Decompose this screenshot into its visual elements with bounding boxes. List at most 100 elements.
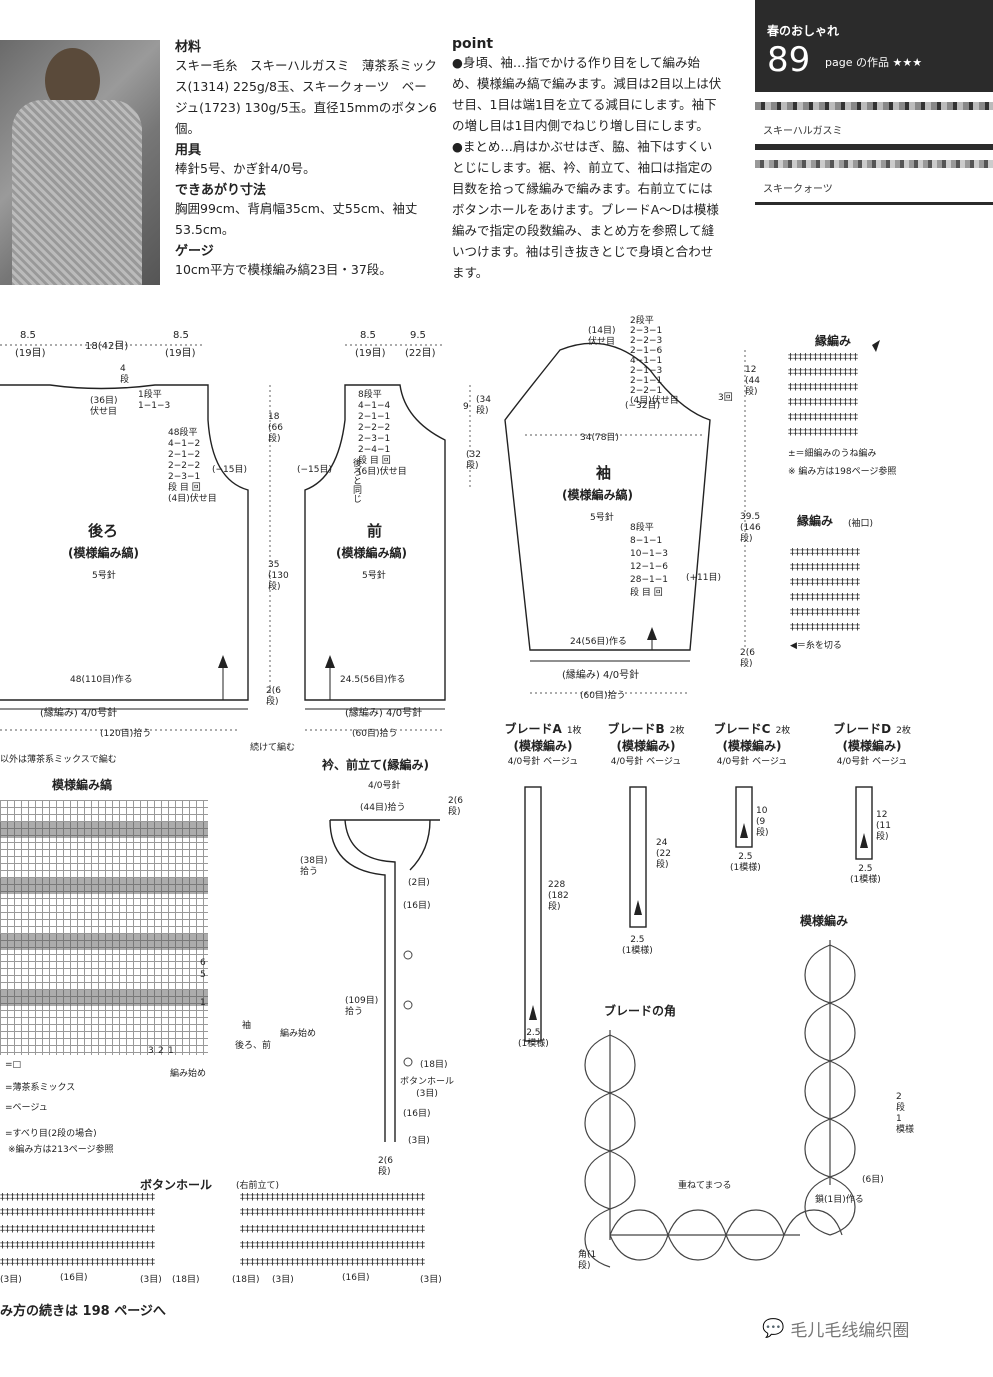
edge-chart-title: 縁編み xyxy=(815,334,852,348)
sleeve-cap-total: (−32目) xyxy=(625,401,661,411)
pattern-chart-title: 模様編み縞 xyxy=(52,778,113,792)
row-6: 6 xyxy=(200,958,206,968)
back-top-right-st: (19目) xyxy=(165,348,196,359)
braid-a-count: 1枚 xyxy=(566,726,582,736)
bh-count-5: (18目) xyxy=(232,1275,260,1285)
front-dec-total: (−15目) xyxy=(297,465,333,475)
point-step1: ●身頃、袖…指でかける作り目をして編み始め、模様編み縞で編みます。減目は2目以上… xyxy=(452,55,722,133)
sleeve-increase: 8段平 8−1−1 10−1−3 12−1−6 28−1−1 段 目 回 xyxy=(630,523,668,598)
svg-text:‡‡‡‡‡‡‡‡‡‡‡‡‡‡‡‡‡‡‡‡‡‡‡‡‡‡‡‡‡‡: ‡‡‡‡‡‡‡‡‡‡‡‡‡‡‡‡‡‡‡‡‡‡‡‡‡‡‡‡‡‡‡‡‡‡‡‡‡ xyxy=(240,1192,425,1203)
front-title: 前 xyxy=(367,522,383,540)
front-same-as-back: 後ろと同じ xyxy=(351,458,361,503)
front-edge: (縁編み) 4/0号針 xyxy=(345,708,423,719)
front-top-right-st: (22目) xyxy=(405,348,436,359)
motif-title: 模様編み xyxy=(800,914,849,928)
svg-text:‡‡‡‡‡‡‡‡‡‡‡‡‡‡‡‡‡‡‡‡‡‡‡‡‡‡‡‡‡‡: ‡‡‡‡‡‡‡‡‡‡‡‡‡‡‡‡‡‡‡‡‡‡‡‡‡‡‡‡‡‡‡ xyxy=(0,1240,155,1251)
back-needle: 5号針 xyxy=(92,571,116,581)
buttons xyxy=(403,950,413,1067)
back-edge: (縁編み) 4/0号針 xyxy=(40,708,118,719)
motif-chart xyxy=(584,940,856,1268)
col-2: 2 xyxy=(158,1046,164,1056)
pattern-chart-grid xyxy=(0,800,208,1055)
band-rows: 2(6 段) xyxy=(378,1156,393,1177)
materials-text: スキー毛糸 スキーハルガスミ 薄茶系ミックス(1314) 225g/8玉、スキー… xyxy=(175,58,437,136)
point-block: point ●身頃、袖…指でかける作り目をして編み始め、模様編み縞で編みます。減… xyxy=(452,36,722,283)
braid-b-length: 24 (22 段) xyxy=(656,838,671,870)
front-neck-rows: (32 段) xyxy=(466,450,481,471)
band-pick: (109目) 拾う xyxy=(345,996,379,1017)
svg-text:‡‡‡‡‡‡‡‡‡‡‡‡‡‡: ‡‡‡‡‡‡‡‡‡‡‡‡‡‡ xyxy=(790,577,860,588)
band-seg-1: (2目) xyxy=(408,878,430,888)
sleeve-cap-top: (14目) 伏せ目 xyxy=(588,326,616,347)
cuff-edge-sub: (袖口) xyxy=(848,519,874,529)
motif-six: (6目) xyxy=(862,1175,884,1185)
band-seg-2: (16目) xyxy=(403,901,431,911)
sleeve-edge-pick: (60目)拾う xyxy=(580,691,626,701)
back-top-left: 8.5 xyxy=(20,330,36,341)
legend-2: =薄茶系ミックス xyxy=(5,1083,76,1093)
chart-start-2: 編み始め xyxy=(170,1069,207,1079)
back-edge-pick: (120目)拾う xyxy=(100,729,152,739)
svg-text:‡‡‡‡‡‡‡‡‡‡‡‡‡‡: ‡‡‡‡‡‡‡‡‡‡‡‡‡‡ xyxy=(788,352,858,363)
tools-title: 用具 xyxy=(175,143,202,158)
legend-4: =すべり目(2段の場合) xyxy=(5,1129,97,1139)
front-depth-rows: (34 段) xyxy=(476,395,491,416)
band-seg-3: (18目) xyxy=(420,1060,448,1070)
size-title: できあがり寸法 xyxy=(175,183,267,198)
svg-text:‡‡‡‡‡‡‡‡‡‡‡‡‡‡: ‡‡‡‡‡‡‡‡‡‡‡‡‡‡ xyxy=(790,562,860,573)
back-pattern: (模様編み縞) xyxy=(68,546,139,560)
sleeve-cap-rows: 3回 xyxy=(718,393,733,403)
braid-d-count: 2枚 xyxy=(896,726,911,736)
back-top-right: 8.5 xyxy=(173,330,189,341)
chart-sleeve: 袖 xyxy=(242,1021,252,1031)
collar-rows: 2(6 段) xyxy=(448,796,463,817)
collar-needle: 4/0号針 xyxy=(368,781,401,791)
collar-outline xyxy=(329,819,386,1142)
sleeve-width: 34(78目) xyxy=(580,433,619,443)
corner-row: 角(1 段) xyxy=(578,1250,597,1271)
series-label: 春のおしゃれ xyxy=(767,24,840,38)
sleeve-outline xyxy=(504,342,711,651)
continue-knit: 続けて編む xyxy=(250,743,296,753)
buttonhole-label: ボタンホール (3目) xyxy=(400,1077,455,1099)
braid-b-hook: 4/0号針 ベージュ xyxy=(610,757,682,767)
back-neck-dec: 1段平 1−1−3 xyxy=(138,390,171,411)
braid-a-base: 2.5 (1模様) xyxy=(518,1028,549,1049)
legend-1: =□ xyxy=(5,1060,22,1070)
edge-chart-ref: ※ 編み方は198ページ参照 xyxy=(788,467,897,477)
sleeve-cap-height: 12 (44 段) xyxy=(745,365,760,397)
materials-block: 材料 スキー毛糸 スキーハルガスミ 薄茶系ミックス(1314) 225g/8玉、… xyxy=(175,36,437,280)
edge-start-arrow xyxy=(872,340,880,352)
sleeve-cap-dec: 2段平 2−3−1 2−2−3 2−1−6 4−1−1 2−1−3 2−1−1 … xyxy=(630,316,679,406)
bh-count-4: (18目) xyxy=(172,1275,200,1285)
chat-icon: 💬 xyxy=(762,1318,785,1339)
collar-title: 衿、前立て(縁編み) xyxy=(322,758,429,772)
braid-b-header: ブレードB 2枚 (模様編み) 4/0号針 ベージュ xyxy=(596,718,696,767)
chart-start: 編み始め xyxy=(280,1029,317,1039)
braid-b-strip xyxy=(629,786,647,928)
svg-text:‡‡‡‡‡‡‡‡‡‡‡‡‡‡: ‡‡‡‡‡‡‡‡‡‡‡‡‡‡ xyxy=(790,607,860,618)
braid-c-count: 2枚 xyxy=(775,726,791,736)
edge-chart-symbols: ‡‡‡‡‡‡‡‡‡‡‡‡‡‡ ‡‡‡‡‡‡‡‡‡‡‡‡‡‡ ‡‡‡‡‡‡‡‡‡‡… xyxy=(0,352,860,1268)
point-title: point xyxy=(452,36,494,52)
svg-text:‡‡‡‡‡‡‡‡‡‡‡‡‡‡: ‡‡‡‡‡‡‡‡‡‡‡‡‡‡ xyxy=(788,412,858,423)
braid-c-name: ブレードC xyxy=(713,722,771,736)
svg-text:‡‡‡‡‡‡‡‡‡‡‡‡‡‡‡‡‡‡‡‡‡‡‡‡‡‡‡‡‡‡: ‡‡‡‡‡‡‡‡‡‡‡‡‡‡‡‡‡‡‡‡‡‡‡‡‡‡‡‡‡‡‡‡‡‡‡‡‡ xyxy=(240,1224,425,1235)
materials-title: 材料 xyxy=(175,40,202,55)
braid-c-length: 10 (9 段) xyxy=(756,806,769,838)
gauge-text: 10cm平方で模様編み縞23目・37段。 xyxy=(175,262,392,277)
svg-text:‡‡‡‡‡‡‡‡‡‡‡‡‡‡: ‡‡‡‡‡‡‡‡‡‡‡‡‡‡ xyxy=(790,622,860,633)
back-neck-rows: 4 段 xyxy=(120,364,130,385)
sleeve-pattern: (模様編み縞) xyxy=(562,488,633,502)
braid-a-length: 228 (182 段) xyxy=(548,880,569,912)
braid-a-hook: 4/0号針 ベージュ xyxy=(507,757,579,767)
braid-b-pattern: (模様編み) xyxy=(616,739,676,753)
front-outline xyxy=(304,384,446,701)
corner-title: ブレードの角 xyxy=(604,1004,677,1018)
front-depth: 9 xyxy=(463,402,469,412)
pattern-note: 以外は薄茶系ミックスで編む xyxy=(0,755,117,765)
front-top-left-st: (19目) xyxy=(355,348,386,359)
svg-text:‡‡‡‡‡‡‡‡‡‡‡‡‡‡: ‡‡‡‡‡‡‡‡‡‡‡‡‡‡ xyxy=(790,547,860,558)
sleeve-length: 39.5 (146 段) xyxy=(740,512,761,544)
braid-d-header: ブレードD 2枚 (模様編み) 4/0号針 ベージュ xyxy=(822,718,922,767)
